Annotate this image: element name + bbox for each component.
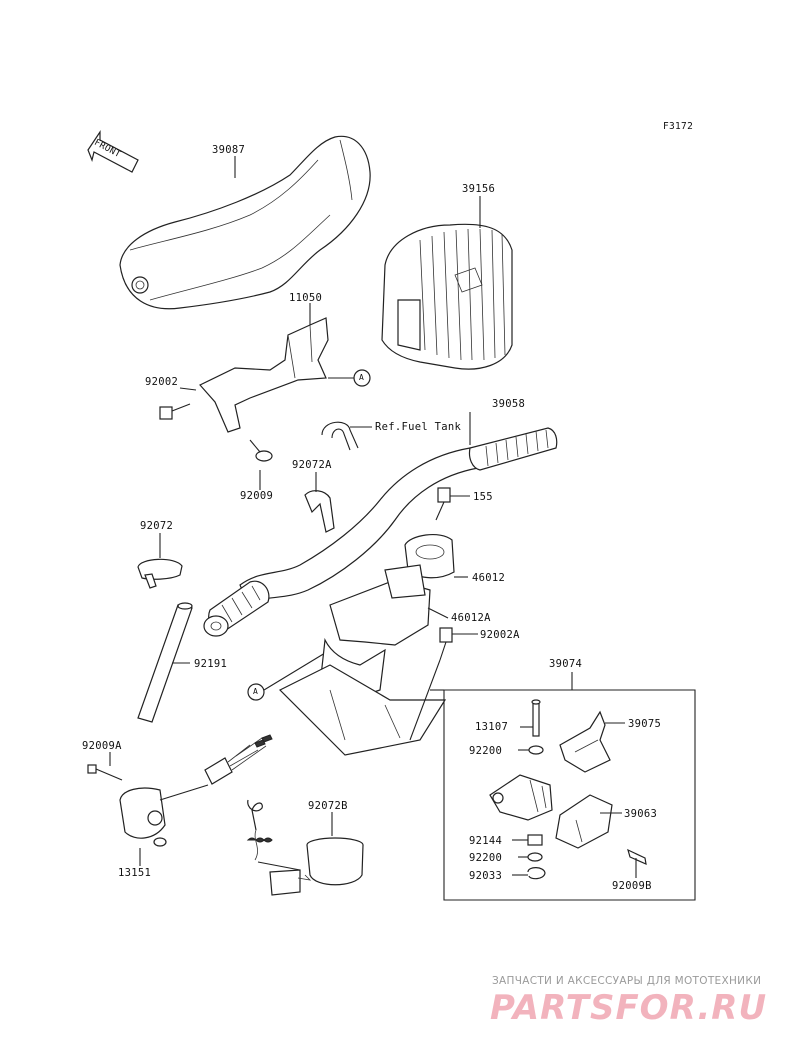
- part-label-155: 155: [473, 491, 493, 503]
- switch-13151: [119, 734, 273, 847]
- part-label-46012: 46012: [472, 572, 506, 584]
- holder-46012a: [278, 564, 447, 756]
- lanyard-clip: [246, 799, 301, 896]
- part-label-39075: 39075: [628, 718, 662, 730]
- part-label-92033: 92033: [469, 870, 503, 882]
- part-label-92009: 92009: [240, 490, 274, 502]
- hose-92191: [137, 602, 193, 723]
- part-label-92072a: 92072A: [292, 459, 332, 471]
- callout-a-bottom: A: [253, 687, 259, 696]
- part-label-92072: 92072: [140, 520, 174, 532]
- part-label-13107: 13107: [475, 721, 509, 733]
- part-label-92200-top: 92200: [469, 745, 503, 757]
- handlebar-39058: [203, 427, 558, 637]
- leader-lines: [109, 156, 481, 866]
- figure-code: F3172: [663, 121, 694, 132]
- part-label-39058: 39058: [492, 398, 526, 410]
- part-label-11050: 11050: [289, 292, 323, 304]
- part-label-39063: 39063: [624, 808, 658, 820]
- bolt-92002a: [409, 627, 478, 741]
- part-label-92009b: 92009B: [612, 880, 652, 892]
- bolt-155: [435, 487, 470, 521]
- part-label-92009a: 92009A: [82, 740, 122, 752]
- clamp-92072: [137, 558, 183, 589]
- part-label-92002a: 92002A: [480, 629, 520, 641]
- part-label-13151: 13151: [118, 867, 152, 879]
- reference-note: Ref.Fuel Tank: [375, 421, 462, 433]
- clamp-92072a: [304, 490, 335, 533]
- fuel-hose: [321, 421, 359, 449]
- screw-92009: [249, 439, 273, 462]
- part-label-39087: 39087: [212, 144, 246, 156]
- part-label-92200-bottom: 92200: [469, 852, 503, 864]
- front-arrow-icon: [87, 130, 139, 173]
- part-label-39074: 39074: [549, 658, 583, 670]
- callout-a-top: A: [359, 373, 365, 382]
- part-label-92191: 92191: [194, 658, 228, 670]
- cover-39156: [381, 223, 513, 370]
- assembly-box-39074: [430, 672, 696, 901]
- part-label-92144: 92144: [469, 835, 503, 847]
- clamp-92072b: [297, 812, 364, 886]
- screw-92009a: [87, 764, 123, 781]
- bracket-11050: [199, 317, 329, 433]
- callout-a-circle-bottom: [247, 683, 265, 701]
- part-label-92072b: 92072B: [308, 800, 348, 812]
- watermark-tagline: ЗАПЧАСТИ И АКСЕССУАРЫ ДЛЯ МОТОТЕХНИКИ: [492, 975, 762, 987]
- part-label-92002: 92002: [145, 376, 179, 388]
- handlebar-pad-39087: [119, 135, 371, 310]
- bolt-92002: [159, 403, 191, 420]
- part-label-46012a: 46012A: [451, 612, 491, 624]
- part-label-39156: 39156: [462, 183, 496, 195]
- watermark-brand-logo: PARTSFOR.RU: [490, 988, 768, 1028]
